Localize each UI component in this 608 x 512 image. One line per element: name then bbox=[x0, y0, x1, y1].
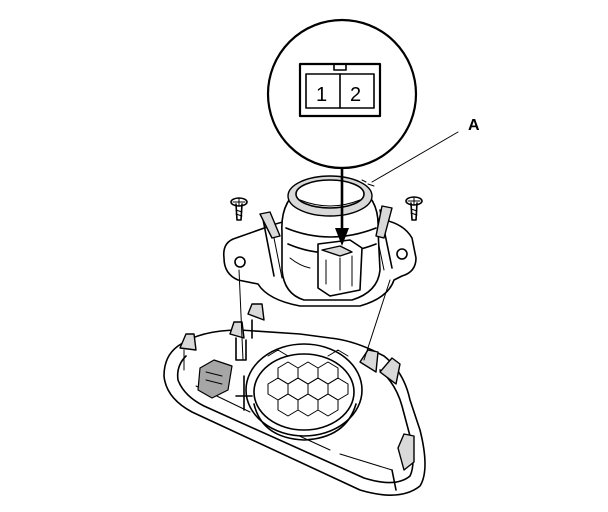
connector-pin-1-label: 1 bbox=[316, 84, 327, 106]
speaker-assembly bbox=[222, 175, 417, 307]
speaker-mount-hole-left bbox=[234, 256, 246, 268]
grille-honeycomb bbox=[267, 349, 349, 417]
speaker-mount-hole-right bbox=[396, 248, 408, 260]
screw-right bbox=[405, 196, 423, 221]
alignment-line-left bbox=[238, 269, 244, 361]
connector-pin-2-label: 2 bbox=[350, 84, 361, 106]
callout-a-label: A bbox=[468, 117, 480, 134]
connector-detail-bubble: 1 2 bbox=[266, 18, 418, 170]
housing-clip-mid bbox=[247, 303, 265, 339]
screw-left bbox=[230, 197, 248, 221]
housing-clip-left-1 bbox=[179, 333, 197, 371]
callout-a: A bbox=[371, 117, 480, 183]
housing-clip-rear bbox=[391, 433, 415, 491]
callout-a-leader bbox=[371, 131, 459, 183]
housing-clip-left-2 bbox=[229, 321, 247, 361]
housing-clip-right bbox=[359, 349, 401, 385]
alignment-line-right bbox=[363, 279, 391, 361]
speaker-connector-a bbox=[317, 239, 363, 297]
housing-connector-socket bbox=[197, 359, 233, 399]
detail-leader-arrow bbox=[335, 166, 349, 246]
speaker-grille-housing bbox=[163, 303, 426, 496]
